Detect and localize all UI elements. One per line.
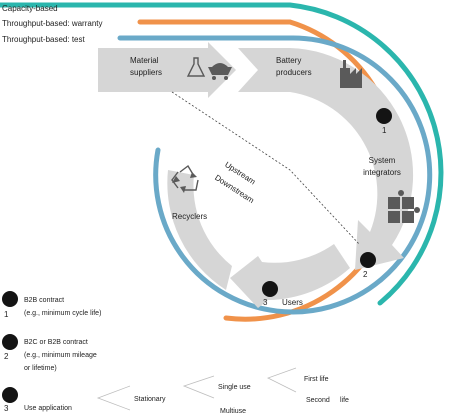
marker-dot-2 bbox=[360, 252, 376, 268]
key-dot-2 bbox=[2, 334, 18, 350]
chemistry-mining-icon bbox=[186, 57, 232, 80]
key-2-line3: or lifetime) bbox=[24, 365, 57, 372]
legend-throughput-warranty: Throughput-based: warranty bbox=[2, 19, 103, 28]
marker-dot-3 bbox=[262, 281, 278, 297]
tree-stationary: Stationary bbox=[134, 396, 166, 403]
marker-dot-1 bbox=[376, 108, 392, 124]
capacity-based-arc bbox=[0, 2, 444, 306]
tree-branch-first-life bbox=[266, 367, 297, 393]
tree-branch-single-use bbox=[182, 375, 215, 399]
factory-icon bbox=[340, 60, 362, 88]
battery-producers-label-line1: Battery bbox=[276, 56, 302, 65]
tree-branch-stationary bbox=[96, 385, 131, 411]
legend-throughput-test: Throughput-based: test bbox=[2, 35, 85, 44]
use-application-tree bbox=[96, 367, 297, 411]
key-3-label: Use application bbox=[24, 405, 72, 412]
marker-number-2: 2 bbox=[363, 270, 368, 279]
recycle-icon bbox=[171, 164, 199, 193]
key-1-line1: B2B contract bbox=[24, 297, 65, 304]
key-2-line1: B2C or B2B contract bbox=[24, 339, 88, 346]
marker-number-3: 3 bbox=[263, 298, 268, 307]
tree-second-life-b: life bbox=[340, 397, 349, 404]
recyclers-label: Recyclers bbox=[172, 212, 208, 221]
system-integrators-label-line2: integrators bbox=[363, 168, 401, 177]
tree-multiuse: Multiuse bbox=[220, 408, 247, 415]
key-2-line2: (e.g., minimum mileage bbox=[24, 352, 97, 359]
upstream-downstream-divider bbox=[171, 91, 361, 246]
throughput-test-arc bbox=[117, 35, 433, 315]
flow-arrow-users-to-recyclers bbox=[230, 244, 350, 308]
system-integrators-label-line1: System bbox=[368, 156, 396, 165]
key-number-1: 1 bbox=[4, 310, 9, 319]
tree-second-life-a: Second bbox=[306, 397, 330, 404]
flow-arc-recyclers bbox=[167, 170, 232, 290]
marker-number-1: 1 bbox=[382, 126, 387, 135]
material-suppliers-label-line2: suppliers bbox=[130, 68, 163, 77]
key-number-3: 3 bbox=[4, 404, 9, 413]
flow-arc-integrators bbox=[290, 48, 414, 270]
tree-first-life: First life bbox=[304, 376, 329, 383]
legend-capacity-based: Capacity-based bbox=[2, 4, 58, 13]
material-suppliers-label-line1: Material bbox=[130, 56, 159, 65]
key-dot-1 bbox=[2, 291, 18, 307]
flow-arrow-suppliers-to-producers bbox=[98, 42, 236, 98]
users-label: Users bbox=[282, 298, 303, 307]
key-1-line2: (e.g., minimum cycle life) bbox=[24, 310, 102, 317]
flow-arrow-producers bbox=[238, 48, 290, 92]
key-dot-3 bbox=[2, 387, 18, 403]
battery-producers-label-line2: producers bbox=[276, 68, 312, 77]
puzzle-icon bbox=[388, 190, 420, 223]
tree-single-use: Single use bbox=[218, 384, 251, 391]
process-flow-arrows bbox=[98, 42, 414, 308]
key-number-2: 2 bbox=[4, 352, 9, 361]
